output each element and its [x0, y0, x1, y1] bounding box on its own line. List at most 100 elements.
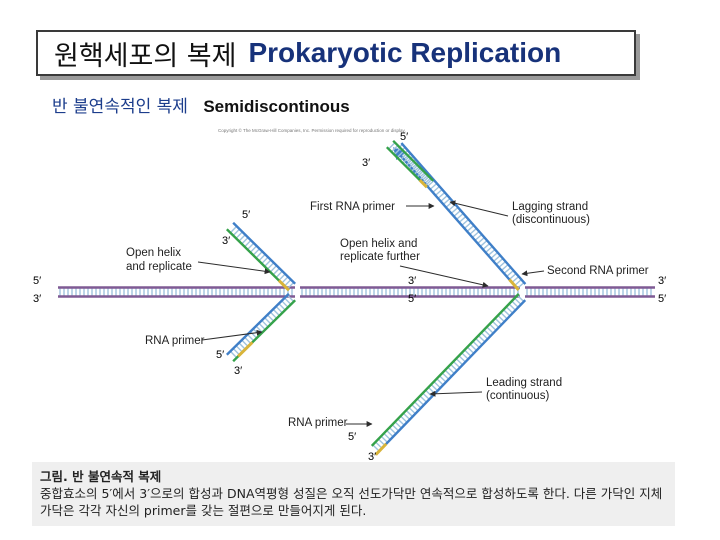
second-fork-upper-arm-rna-primer [508, 278, 520, 291]
first-fork-lower-arm-rung [275, 305, 283, 314]
second-fork-upper-arm-rung [493, 254, 501, 262]
first-fork-upper-arm-strand-a [232, 221, 296, 285]
second-fork-upper-arm-rung [437, 191, 446, 199]
lagging-fragment-rung [419, 173, 427, 181]
figure-caption: 그림. 반 불연속적 복제 중합효소의 5′에서 3′으로의 합성과 DNA역평… [32, 462, 675, 526]
first-fork-upper-arm-rung [244, 239, 252, 248]
subtitle-korean: 반 불연속적인 복제 [52, 97, 188, 117]
second-fork-upper-arm-rung [498, 260, 507, 268]
pointer-second-rna-primer [521, 270, 545, 277]
second-fork-lower-arm-rung [483, 329, 491, 337]
second-fork-lower-arm-rung [472, 340, 480, 349]
parental-duplex-center [300, 286, 520, 298]
pointer-leading-strand [429, 390, 483, 397]
first-fork-upper-arm-rung [266, 262, 275, 270]
first-fork-lower-arm-rung [244, 336, 252, 345]
second-fork-lower-arm-rung [464, 349, 472, 357]
second-fork-lower-arm-rung [372, 444, 380, 452]
lagging-fragment-rung [416, 170, 424, 178]
second-fork-lower-arm-rung [508, 303, 516, 311]
first-fork-lower-arm-rung [241, 339, 249, 347]
first-fork-upper-arm-rung [229, 225, 238, 234]
end-label-3-lower-left: 3′ [234, 365, 242, 377]
second-fork-upper-arm-rung [514, 278, 522, 286]
lagging-fragment-rung [396, 150, 404, 158]
second-fork-upper-arm-rung [487, 248, 496, 256]
lagging-fragment-rung [424, 178, 433, 187]
first-fork-lower-arm-rung [264, 317, 272, 325]
end-label-3-right-top: 3′ [658, 275, 666, 287]
end-label-3-center-top: 3′ [408, 275, 416, 287]
first-fork-upper-arm-rung [275, 270, 283, 279]
end-label-3-left: 3′ [33, 293, 41, 305]
first-fork-upper-arm-rung [252, 248, 261, 256]
lagging-fragment-rung [413, 167, 421, 175]
first-fork-lower-arm-rung [258, 322, 266, 331]
second-fork-lower-arm-rung [377, 438, 386, 446]
second-fork-lower-arm-rung [388, 427, 397, 435]
second-fork-upper-arm-rung [432, 185, 440, 193]
second-fork-upper-arm-rung [466, 224, 475, 232]
first-fork-lower-arm-rung [284, 297, 292, 305]
lagging-fragment-rna-primer [418, 179, 428, 189]
first-fork-lower-arm-strand-a [226, 292, 290, 356]
second-fork-lower-arm-rung [486, 326, 494, 334]
first-fork-lower-arm-rung [235, 345, 243, 353]
lagging-fragment-rung [388, 142, 396, 150]
second-fork-upper-arm-rung [516, 282, 525, 289]
second-fork-upper-arm-rung [458, 215, 467, 223]
first-fork-upper-arm-rung [264, 259, 272, 267]
first-fork-upper-arm-rung [258, 253, 266, 262]
end-label-5-lower-left: 5′ [216, 349, 224, 361]
lagging-fragment-rung [405, 159, 413, 167]
first-fork-lower-arm-rung [229, 350, 238, 359]
lagging-fragment-rung [407, 161, 416, 170]
second-fork-lower-arm-rung [391, 424, 400, 432]
end-label-3-upper: 3′ [362, 157, 370, 169]
first-fork-lower-arm-rung [255, 325, 263, 333]
label-open-helix-further: Open helix and replicate further [340, 238, 421, 263]
replication-diagram: Copyright © The McGraw-Hill Companies, I… [33, 127, 666, 463]
second-fork-lower-arm-rung [405, 409, 414, 418]
second-fork-upper-arm-rung [464, 221, 472, 229]
second-fork-lower-arm-rung [466, 346, 475, 354]
first-fork-upper-arm-rung [247, 242, 255, 251]
second-fork-lower-arm-rung [469, 343, 478, 351]
first-fork-lower-arm-rung [281, 300, 289, 308]
first-fork-upper-arm-rung [238, 234, 246, 242]
first-fork-upper-arm-rung [278, 273, 286, 281]
first-fork-upper-arm-rung [284, 279, 292, 287]
first-fork-lower-arm-rung [261, 319, 269, 328]
second-fork-upper-arm-rung [471, 230, 480, 238]
second-fork-upper-arm-rung [440, 194, 448, 202]
second-fork-upper-arm-rung [448, 203, 456, 211]
first-fork-upper-arm-rung [269, 265, 278, 273]
parental-duplex-left [58, 286, 295, 298]
first-fork-upper-arm [226, 221, 296, 292]
second-fork-upper-arm-rung [456, 212, 464, 220]
second-fork-lower-arm-rung [452, 360, 461, 369]
second-fork-upper-arm-rung [490, 251, 499, 259]
dna-strands [58, 139, 655, 456]
first-fork-upper-arm-rung [235, 231, 243, 239]
second-fork-upper-arm-rung [408, 158, 417, 166]
first-fork-lower-arm-rung [278, 303, 286, 311]
end-label-3-mid-left: 3′ [222, 235, 230, 247]
second-fork-upper-arm-rung [434, 188, 443, 196]
lagging-fragment-rung [422, 176, 430, 184]
second-fork-lower-arm-rung [514, 297, 522, 305]
label-pointer-arrows [197, 200, 545, 427]
first-fork-upper-arm-rung [272, 267, 280, 276]
label-lagging-strand: Lagging strand (discontinuous) [512, 201, 591, 226]
second-fork-lower-arm-rung [427, 386, 436, 395]
end-label-5-center-bottom: 5′ [408, 293, 416, 305]
title-box: 원핵세포의 복제 Prokaryotic Replication [36, 30, 636, 76]
second-fork-lower-arm-rung [475, 337, 483, 346]
caption-text: 중합효소의 5′에서 3′으로의 합성과 DNA역평형 성질은 오직 선도가닥만… [40, 486, 663, 518]
caption-title: 그림. 반 불연속적 복제 [40, 469, 162, 484]
page-title-english: Prokaryotic Replication [248, 37, 562, 68]
second-fork-lower-arm-rung [511, 300, 519, 308]
second-fork-upper-arm-rung [427, 179, 435, 187]
label-rna-primer-left: RNA primer [145, 335, 205, 347]
second-fork-lower-arm-rung [416, 398, 425, 406]
